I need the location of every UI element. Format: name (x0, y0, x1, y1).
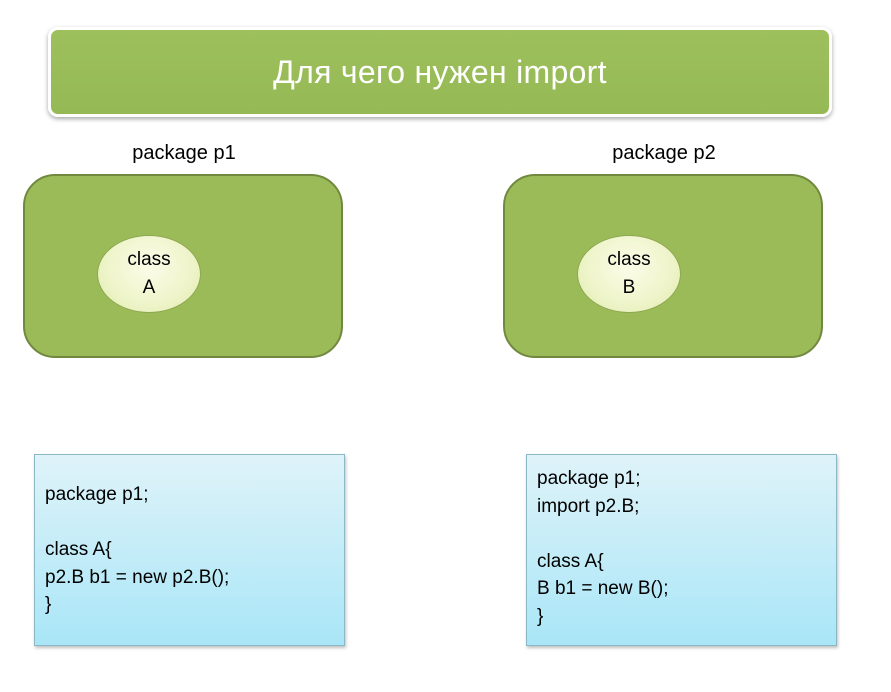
code-line: import p2.B; (537, 495, 640, 517)
package-p2-label: package p2 (612, 142, 716, 164)
code-line: package p1; (537, 468, 641, 489)
code-line: class A{ (537, 550, 604, 572)
page-title: Для чего нужен import (273, 53, 607, 90)
package-p1-label: package p1 (132, 142, 236, 164)
class-b-node: class B (577, 235, 681, 313)
code-line: } (537, 605, 544, 627)
code-line (45, 509, 334, 537)
code-line: B b1 = new B(); (537, 578, 669, 599)
code-block-without-import: package p1; class A{ p2.B b1 = new p2.B(… (34, 454, 345, 646)
class-b-keyword: class (607, 249, 651, 270)
package-p2-box: class B (503, 174, 823, 358)
code-line (537, 520, 826, 548)
class-a-keyword: class (127, 249, 171, 270)
code-line: package p1; (45, 484, 149, 505)
title-banner: Для чего нужен import (48, 27, 832, 117)
class-a-name: A (142, 277, 156, 298)
code-block-with-import: package p1; import p2.B; class A{ B b1 =… (526, 454, 837, 646)
code-line: class A{ (45, 539, 112, 560)
class-a-node: class A (97, 235, 201, 313)
code-line: } (45, 594, 52, 615)
code-line: p2.B b1 = new p2.B(); (45, 566, 230, 588)
package-p1-box: class A (23, 174, 343, 358)
class-b-name: B (622, 277, 636, 298)
